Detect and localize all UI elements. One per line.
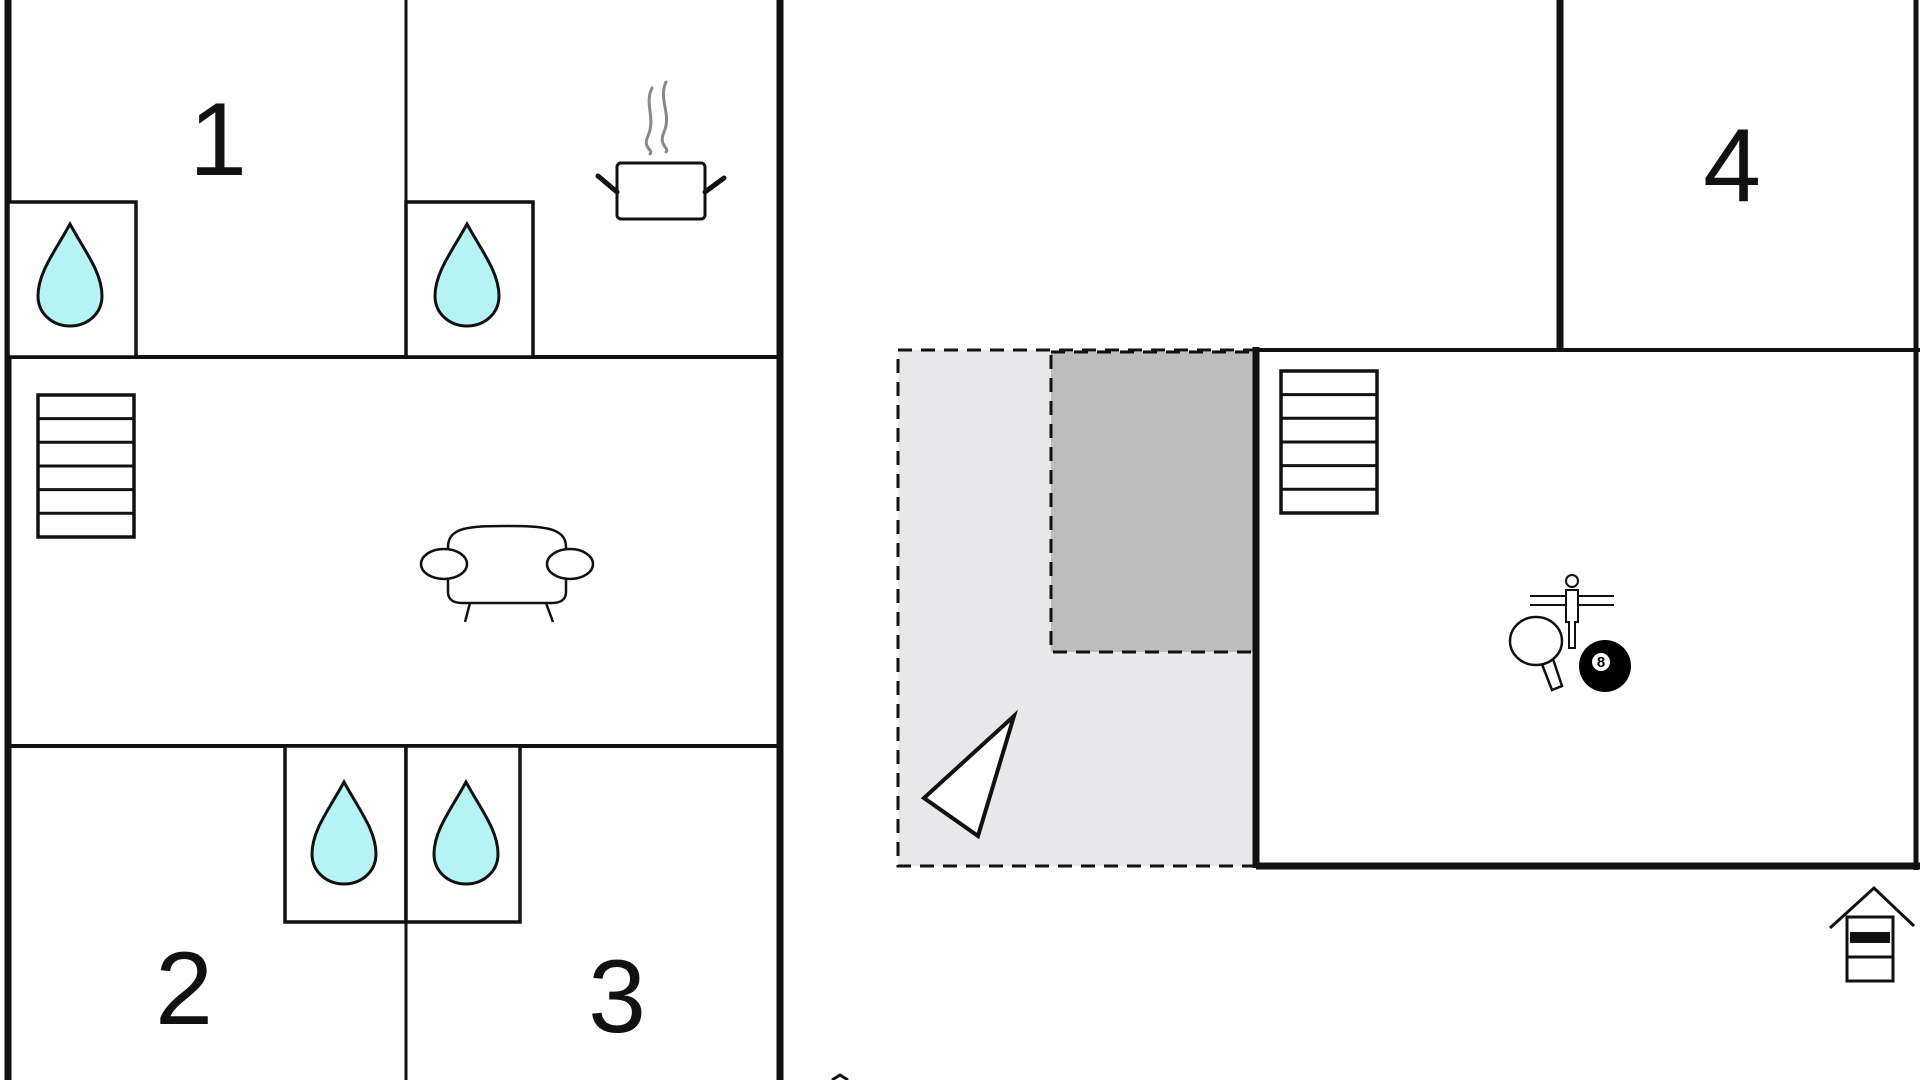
bathroom-3 bbox=[283, 744, 408, 924]
cooking-pot-icon bbox=[595, 80, 727, 221]
right-building-walls bbox=[1252, 0, 1920, 870]
sofa-icon bbox=[419, 524, 595, 623]
table-tennis-paddle-icon bbox=[1508, 615, 1564, 692]
billiard-ball-icon: 8 bbox=[1579, 640, 1631, 692]
staircase-icon bbox=[1279, 369, 1379, 515]
terrace-dark-area bbox=[1049, 350, 1256, 654]
bottom-edge-mark bbox=[831, 1073, 849, 1080]
bathroom-2 bbox=[404, 200, 535, 359]
table-football-icon bbox=[1530, 574, 1614, 649]
bathroom-1 bbox=[6, 200, 138, 359]
triangle-marker-icon bbox=[920, 709, 1018, 840]
billiard-ball-label: 8 bbox=[1597, 654, 1605, 671]
recreation-icons: 8 bbox=[1508, 574, 1631, 692]
bathroom-4 bbox=[404, 744, 522, 924]
staircase-icon bbox=[36, 393, 136, 539]
terrace bbox=[896, 348, 1258, 868]
room-number-1: 1 bbox=[189, 82, 247, 198]
room-number-2: 2 bbox=[155, 931, 213, 1047]
room-number-4: 4 bbox=[1703, 108, 1761, 224]
house-entrance-icon bbox=[1828, 885, 1916, 983]
room-number-3: 3 bbox=[588, 939, 646, 1055]
